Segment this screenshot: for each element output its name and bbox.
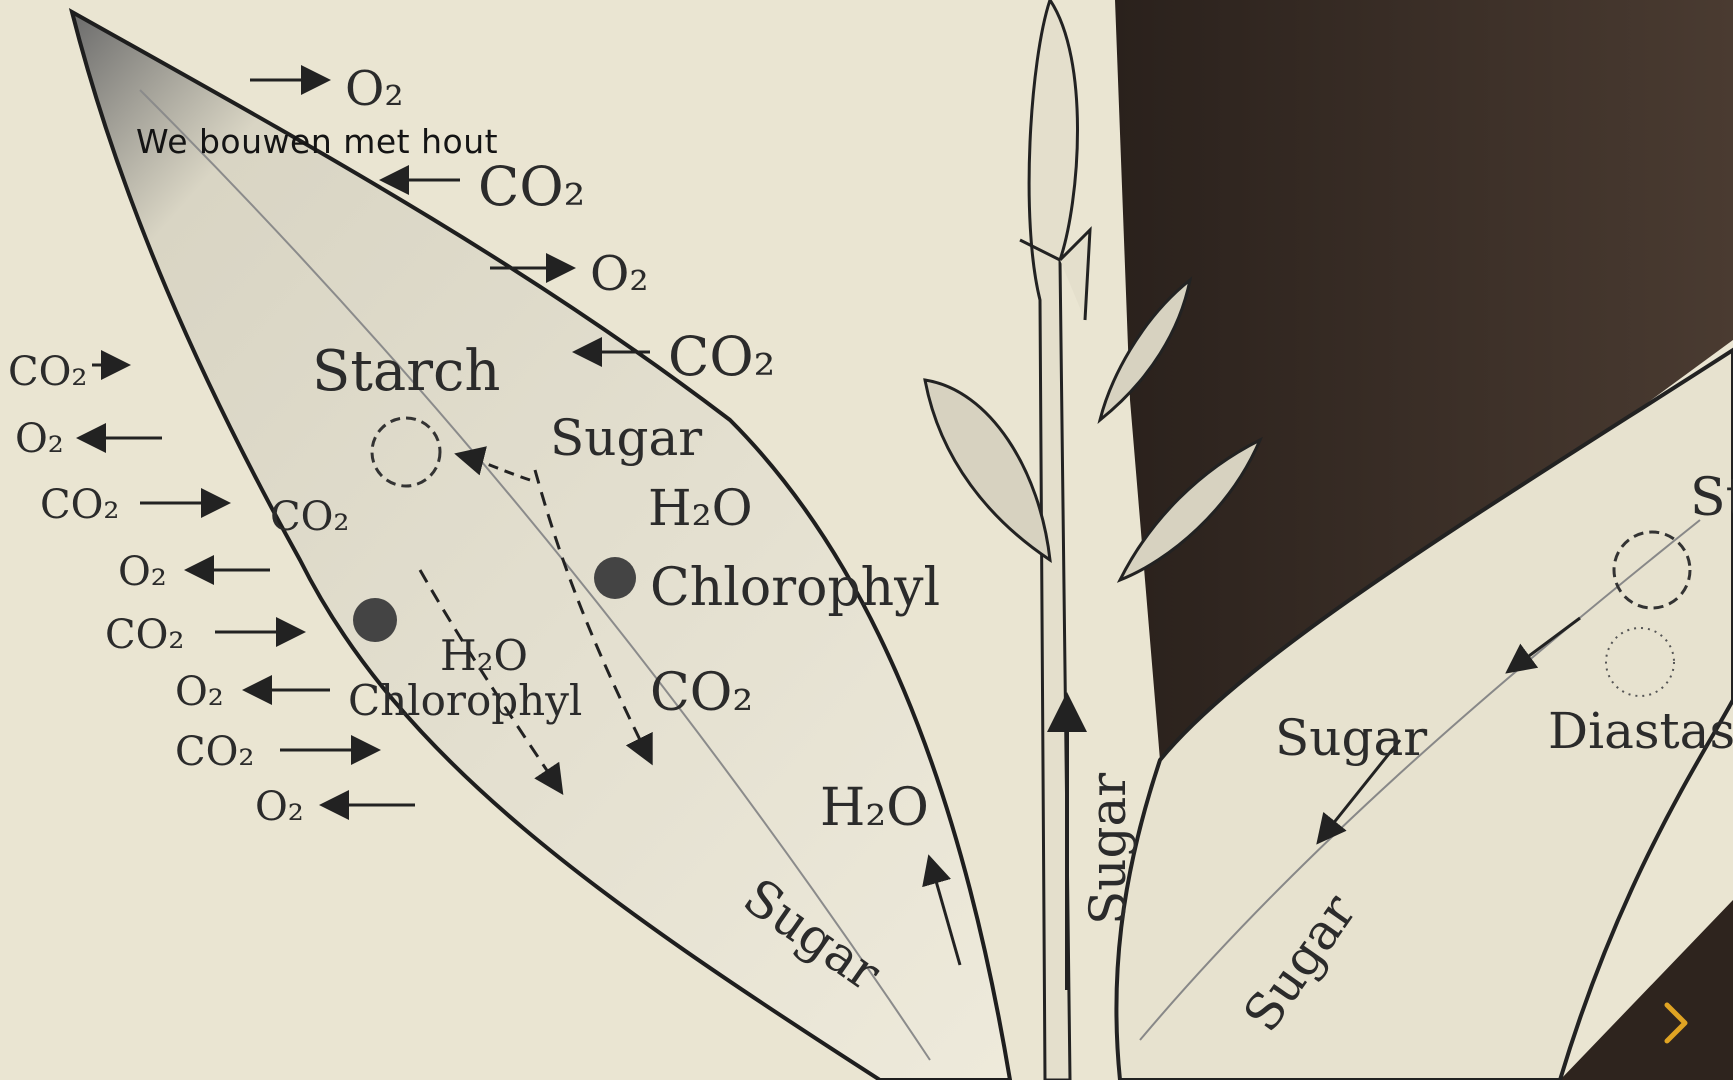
label-co2: CO₂ xyxy=(40,482,119,528)
label-o2: O₂ xyxy=(590,246,649,302)
label-o2: O₂ xyxy=(255,784,304,830)
label-h2o-stem: H₂O xyxy=(820,778,929,838)
label-co2: CO₂ xyxy=(668,325,775,388)
label-diastase: Diastas xyxy=(1548,702,1733,760)
slide-caption: We bouwen met hout xyxy=(136,122,498,161)
label-sugar-right: Sugar xyxy=(1275,709,1427,767)
label-co2: CO₂ xyxy=(478,155,585,218)
label-sugar-stem: Sugar xyxy=(1079,773,1137,925)
label-o2: O₂ xyxy=(345,61,404,117)
label-co2-inner: CO₂ xyxy=(650,663,753,723)
chevron-right-icon xyxy=(1659,999,1693,1047)
label-starch: Starch xyxy=(312,339,500,404)
label-co2: CO₂ xyxy=(175,729,254,775)
label-chlorophyl: Chlorophyl xyxy=(650,558,940,618)
label-co2-inner-left: CO₂ xyxy=(270,494,349,540)
next-slide-button[interactable] xyxy=(1650,995,1702,1051)
label-h2o: H₂O xyxy=(648,479,753,537)
label-o2: O₂ xyxy=(15,416,64,462)
label-co2: CO₂ xyxy=(105,612,184,658)
label-sugar: Sugar xyxy=(550,409,702,467)
label-o2: O₂ xyxy=(175,669,224,715)
label-chlorophyl-lower: Chlorophyl xyxy=(348,676,582,725)
label-o2: O₂ xyxy=(118,549,167,595)
label-co2: CO₂ xyxy=(8,349,87,395)
label-h2o-lower: H₂O xyxy=(440,631,528,680)
label-starch-partial: St xyxy=(1690,468,1733,528)
